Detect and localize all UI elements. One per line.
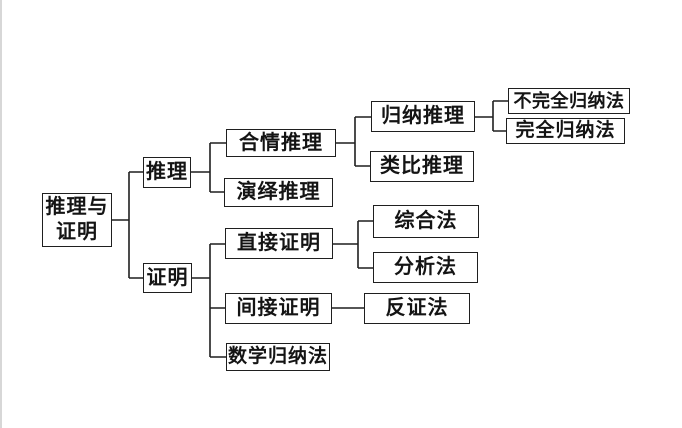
node-direct-proof: 直接证明 [225,228,333,259]
node-indirect-proof: 间接证明 [225,293,332,324]
node-analytic-method: 分析法 [373,252,478,283]
node-proof: 证明 [143,263,192,293]
node-reasoning: 推理 [143,157,191,188]
node-inductive-reasoning: 归纳推理 [371,101,475,132]
node-proof-by-contradiction: 反证法 [364,293,470,324]
node-synthetic-method: 综合法 [373,205,479,238]
node-root: 推理与 证明 [42,193,112,247]
node-analogical-reasoning: 类比推理 [370,151,474,182]
node-plausible-reasoning: 合情推理 [226,129,336,157]
node-mathematical-induction: 数学归纳法 [226,343,330,371]
node-complete-induction: 完全归纳法 [506,118,625,144]
node-deductive-reasoning: 演绎推理 [224,178,333,207]
node-incomplete-induction: 不完全归纳法 [508,88,630,114]
